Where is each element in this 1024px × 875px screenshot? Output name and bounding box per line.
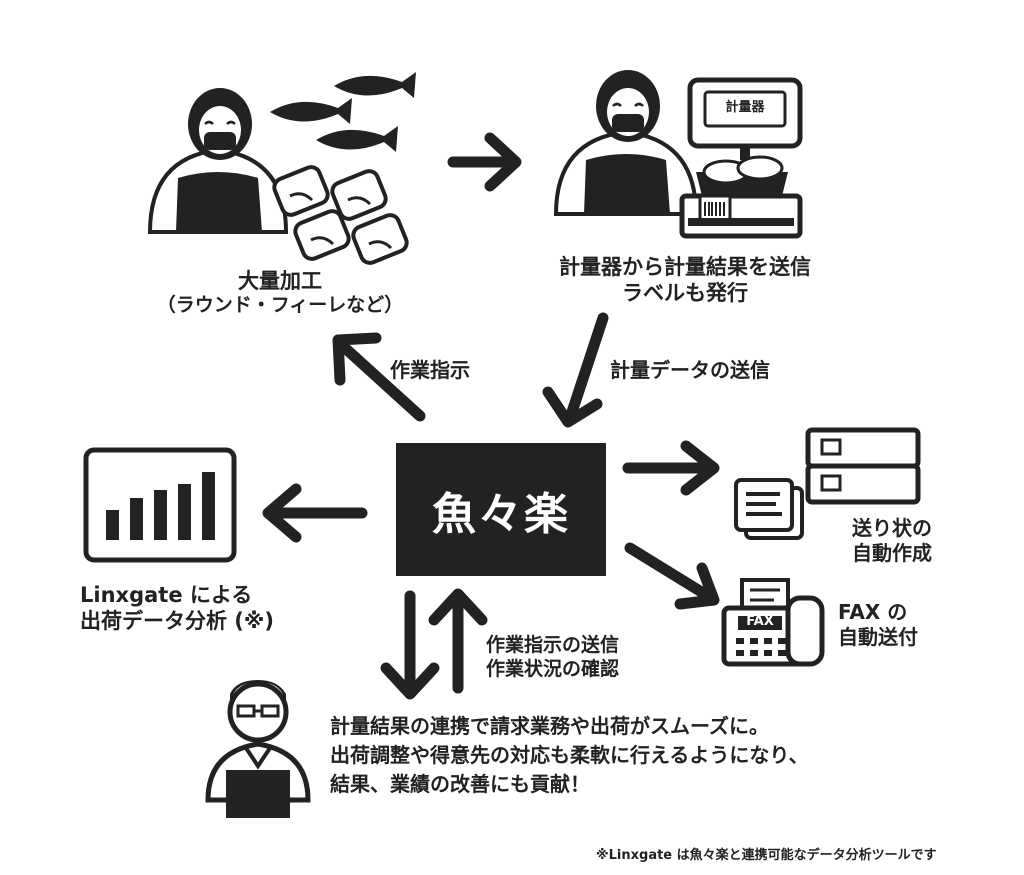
fax-machine-label: FAX bbox=[746, 614, 774, 629]
fax-caption-line1: FAX の bbox=[838, 600, 908, 624]
bar-chart-icon bbox=[83, 447, 237, 563]
scale-caption-line1: 計量器から計量結果を送信 bbox=[559, 255, 811, 279]
benefit-line1: 計量結果の連携で請求業務や出荷がスムーズに。 bbox=[330, 714, 769, 738]
fillet-icon bbox=[272, 165, 409, 265]
arrow-to-center bbox=[542, 312, 609, 428]
bulk-caption-line1: 大量加工 bbox=[238, 269, 322, 293]
analysis-caption-line2: 出荷データ分析 (※) bbox=[80, 609, 274, 634]
footnote: ※Linxgate は魚々楽と連携可能なデータ分析ツールです bbox=[596, 848, 937, 863]
fish-icon bbox=[270, 72, 416, 152]
analysis-caption: Linxgate による 出荷データ分析 (※) bbox=[80, 582, 274, 635]
bulk-caption: 大量加工 （ラウンド・フィーレなど） bbox=[150, 268, 410, 318]
worker-icon bbox=[147, 88, 289, 234]
arrow-to-analysis bbox=[262, 483, 368, 543]
shipping-caption-line2: 自動作成 bbox=[852, 541, 932, 565]
arrow-up-office bbox=[428, 588, 488, 694]
office-staff-icon bbox=[205, 680, 311, 818]
shipping-caption: 送り状の 自動作成 bbox=[852, 516, 932, 566]
weight-data-label: 計量データの送信 bbox=[610, 358, 770, 382]
server-box-icon bbox=[805, 427, 921, 505]
worker-icon bbox=[553, 70, 699, 216]
fax-machine-icon bbox=[721, 578, 825, 667]
benefit-line2: 出荷調整や得意先の対応も柔軟に行えるようになり、 bbox=[330, 743, 809, 767]
document-stack-icon bbox=[734, 478, 804, 540]
arrow-down-office bbox=[380, 590, 440, 700]
arrow-to-bulk bbox=[332, 332, 426, 422]
office-flow-caption: 作業指示の送信 作業状況の確認 bbox=[486, 634, 619, 682]
shipping-caption-line1: 送り状の bbox=[852, 516, 932, 540]
benefit-text: 計量結果の連携で請求業務や出荷がスムーズに。 出荷調整や得意先の対応も柔軟に行え… bbox=[330, 712, 809, 799]
bulk-caption-line2: （ラウンド・フィーレなど） bbox=[156, 294, 404, 317]
office-flow-line1: 作業指示の送信 bbox=[486, 634, 620, 656]
scale-caption-line2: ラベルも発行 bbox=[622, 281, 748, 306]
system-box: 魚々楽 bbox=[396, 443, 606, 576]
scale-caption: 計量器から計量結果を送信 ラベルも発行 bbox=[530, 254, 840, 307]
fax-caption-line2: 自動送付 bbox=[838, 625, 918, 649]
arrow-to-scale bbox=[447, 132, 522, 192]
benefit-line3: 結果、業績の改善にも貢献！ bbox=[330, 772, 590, 796]
arrow-to-shipping bbox=[622, 440, 720, 496]
scale-screen-label: 計量器 bbox=[725, 100, 765, 115]
arrow-to-fax bbox=[624, 542, 720, 610]
instruction-label: 作業指示 bbox=[390, 358, 470, 382]
analysis-caption-line1: Linxgate による bbox=[80, 583, 253, 607]
fax-caption: FAX の 自動送付 bbox=[838, 600, 918, 650]
system-name: 魚々楽 bbox=[432, 488, 570, 540]
weighing-scale-icon bbox=[679, 77, 803, 239]
office-flow-line2: 作業状況の確認 bbox=[486, 657, 620, 680]
